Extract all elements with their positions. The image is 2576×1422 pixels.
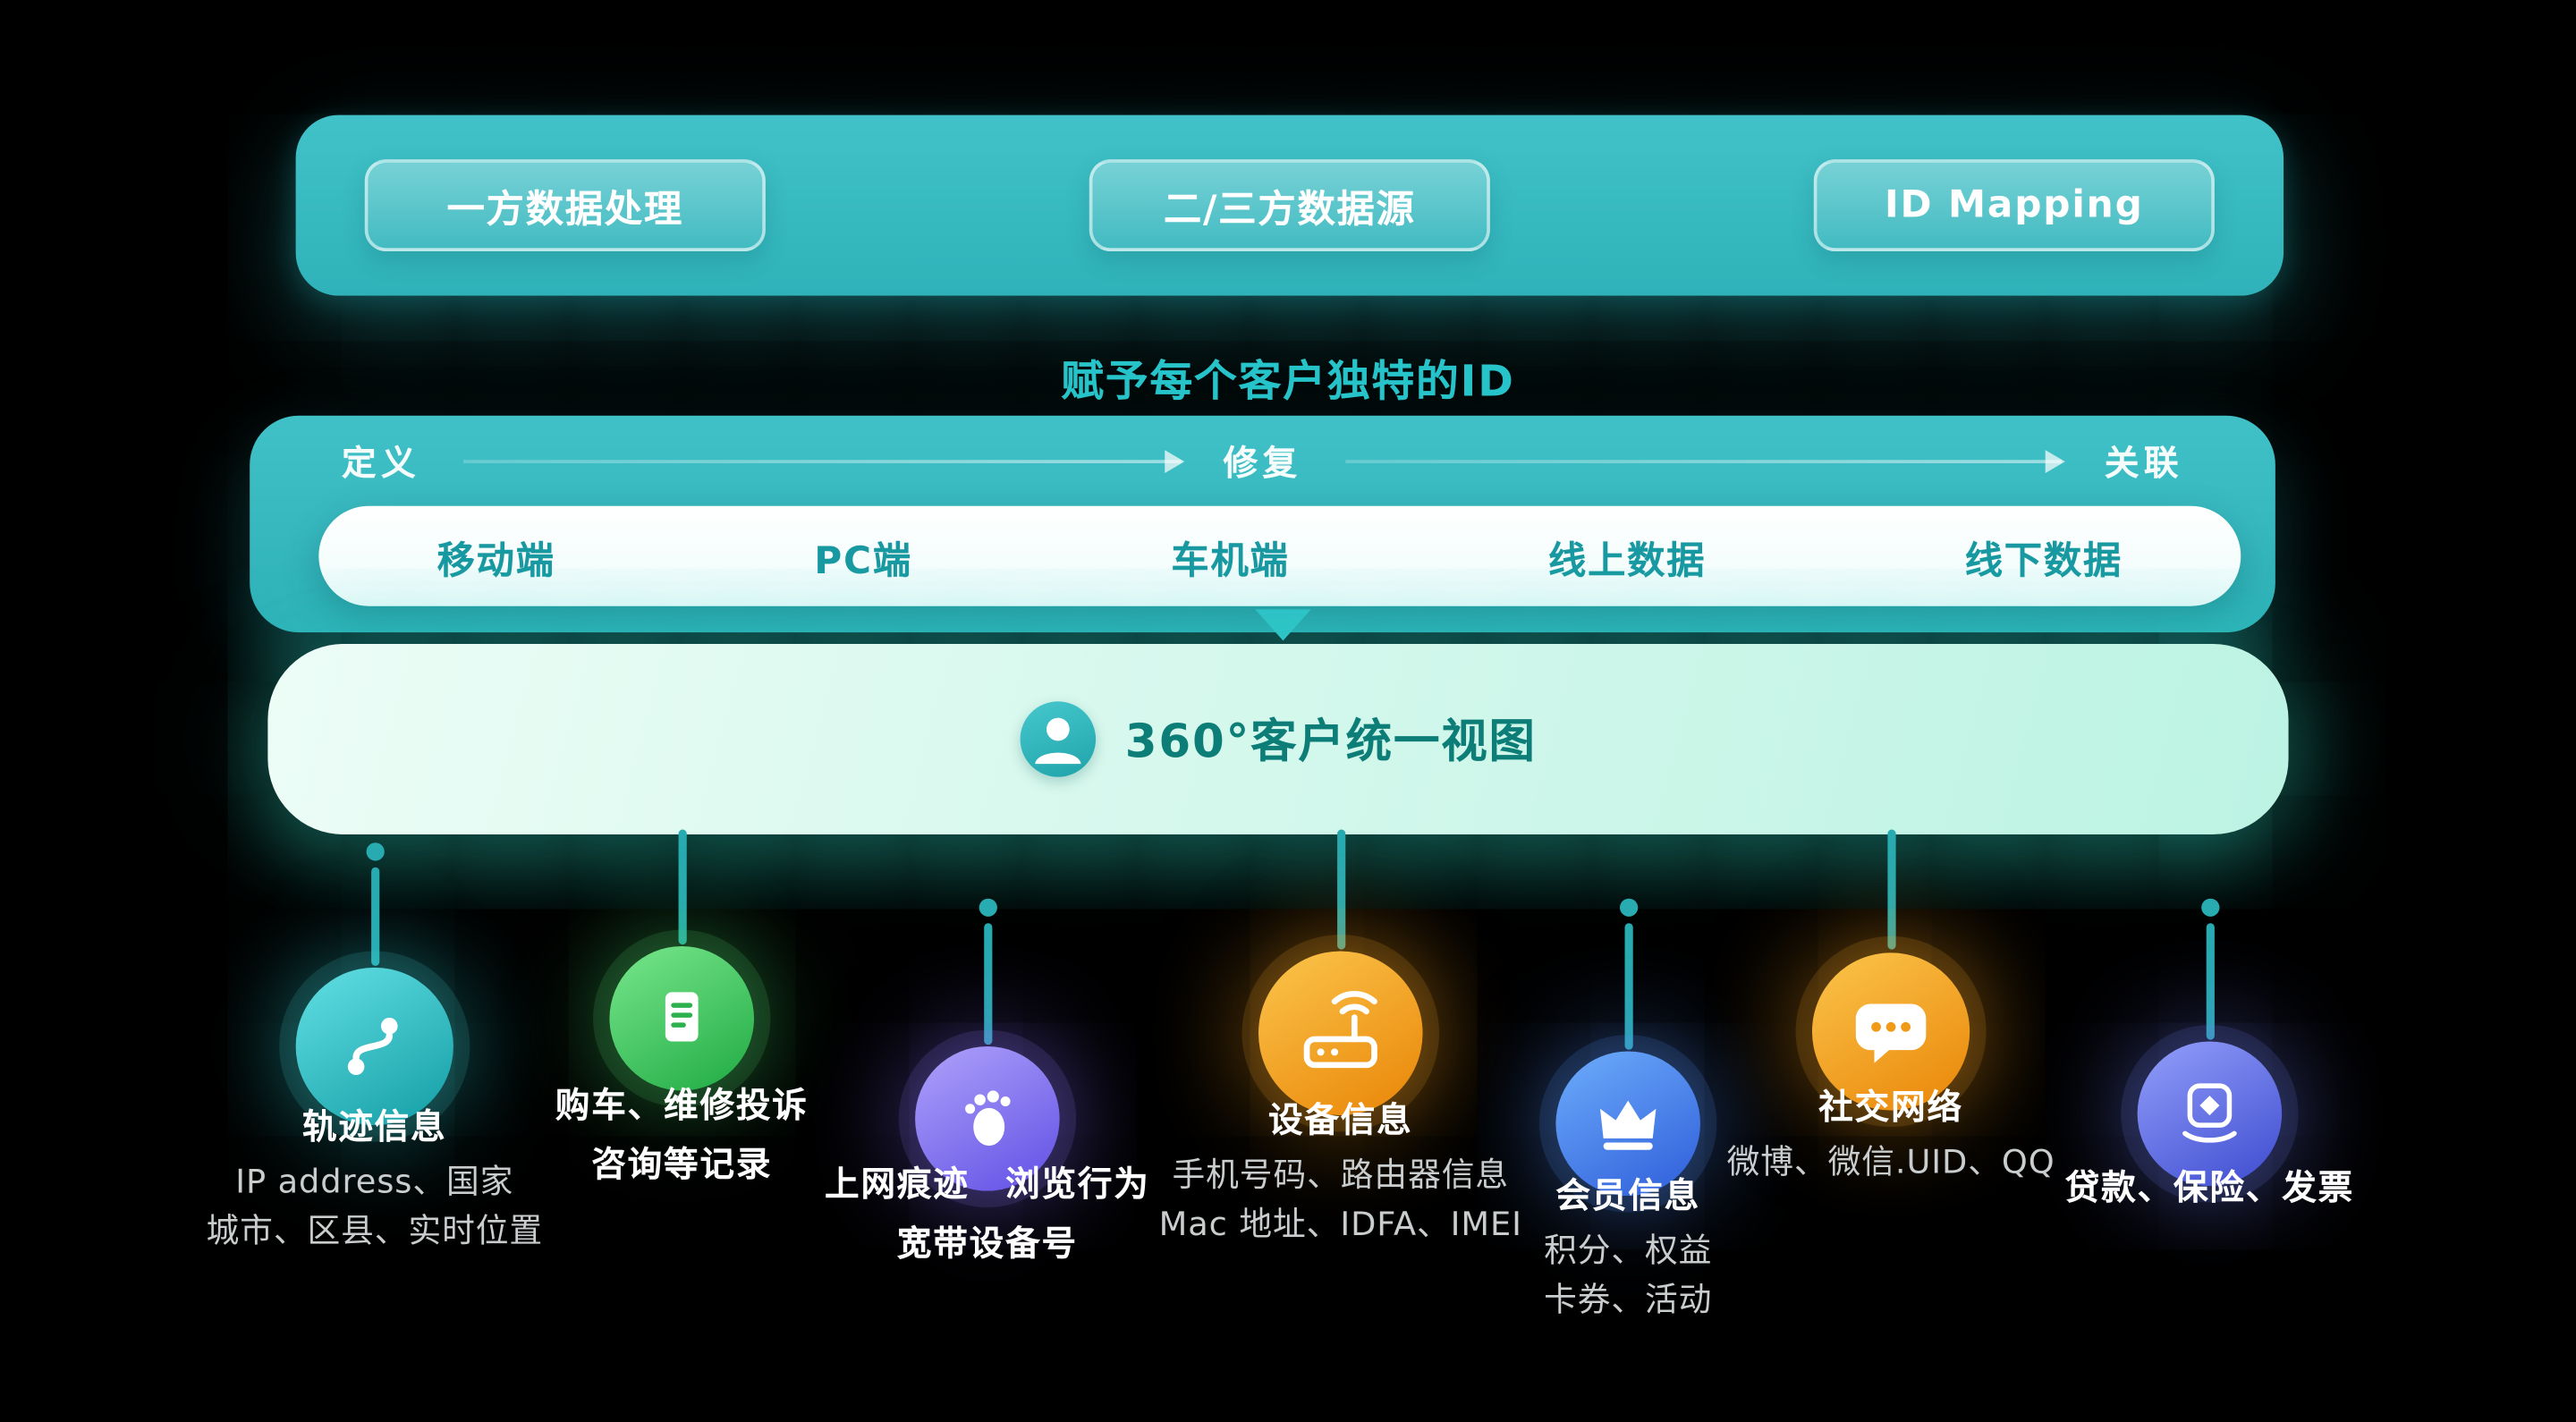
source-text-device-info: 设备信息 手机号码、路由器信息 Mac 地址、IDFA、IMEI <box>1159 1091 1522 1248</box>
invoice-icon <box>2137 1041 2283 1187</box>
connector-line <box>1886 829 1895 950</box>
down-arrow-icon <box>1255 609 1311 641</box>
source-text-membership: 会员信息 积分、权益 卡券、活动 <box>1544 1166 1712 1324</box>
connector-line <box>677 829 686 945</box>
router-icon <box>1258 951 1423 1116</box>
source-detail: IP address、国家 <box>235 1161 514 1201</box>
source-detail: 微博、微信.UID、QQ <box>1726 1141 2055 1181</box>
connector-dot <box>2200 898 2219 917</box>
flow-arrow-icon <box>1344 450 2064 473</box>
connector-line <box>1336 829 1345 950</box>
source-title: 上网痕迹 浏览行为 <box>825 1164 1150 1205</box>
source-detail: 卡券、活动 <box>1544 1279 1713 1319</box>
channel-pc: PC端 <box>814 539 912 583</box>
step-associate: 关联 <box>2104 443 2184 483</box>
source-text-trajectory: 轨迹信息 IP address、国家 城市、区县、实时位置 <box>207 1097 544 1255</box>
channel-offline-data: 线下数据 <box>1964 539 2123 583</box>
connector-dot <box>978 898 996 917</box>
chat-icon <box>1811 952 1970 1111</box>
source-title: 咨询等记录 <box>591 1145 773 1185</box>
channel-online-data: 线上数据 <box>1548 539 1707 583</box>
footprint-icon <box>915 1045 1060 1191</box>
connector-dot <box>365 842 384 861</box>
step-define: 定义 <box>342 443 421 483</box>
source-text-finance: 贷款、保险、发票 <box>2065 1158 2354 1217</box>
connector-line <box>1623 923 1632 1050</box>
crown-icon <box>1555 1051 1701 1197</box>
step-repair: 修复 <box>1223 443 1302 483</box>
channel-mobile: 移动端 <box>436 539 555 583</box>
flow-arrow-icon <box>462 450 1183 473</box>
connector-dot <box>1619 898 1638 917</box>
source-title: 设备信息 <box>1267 1100 1413 1140</box>
source-text-web-traces: 上网痕迹 浏览行为 宽带设备号 <box>825 1155 1150 1273</box>
source-title: 会员信息 <box>1555 1176 1701 1216</box>
connector-line <box>983 923 992 1045</box>
source-title: 宽带设备号 <box>896 1223 1078 1264</box>
document-icon <box>609 945 755 1091</box>
pill-second-third-party-data[interactable]: 二/三方数据源 <box>1089 159 1490 252</box>
channel-bar: 移动端 PC端 车机端 线上数据 线下数据 <box>318 505 2241 606</box>
source-title: 轨迹信息 <box>301 1106 447 1147</box>
data-layers-banner: 一方数据处理 二/三方数据源 ID Mapping <box>295 114 2284 296</box>
unified-view-label: 360°客户统一视图 <box>1124 714 1537 769</box>
source-detail: 手机号码、路由器信息 <box>1172 1155 1510 1195</box>
source-title: 购车、维修投诉 <box>555 1086 809 1126</box>
source-detail: Mac 地址、IDFA、IMEI <box>1158 1204 1522 1244</box>
connector-line <box>2205 923 2214 1040</box>
unique-id-subtitle: 赋予每个客户独特的ID <box>1061 358 1515 408</box>
source-text-purchase-records: 购车、维修投诉 咨询等记录 <box>555 1076 809 1194</box>
unified-view-bar: 360°客户统一视图 <box>267 643 2289 835</box>
connector-line <box>370 867 379 966</box>
pill-first-party-data[interactable]: 一方数据处理 <box>364 159 766 252</box>
person-icon <box>1020 701 1096 777</box>
route-icon <box>295 967 453 1126</box>
process-steps-row: 定义 修复 关联 <box>250 416 2275 508</box>
source-title: 贷款、保险、发票 <box>2064 1167 2355 1207</box>
channel-car: 车机端 <box>1171 539 1290 583</box>
source-detail: 积分、权益 <box>1544 1230 1713 1270</box>
source-title: 社交网络 <box>1818 1087 1963 1127</box>
source-text-social-network: 社交网络 微博、微信.UID、QQ <box>1727 1078 2055 1186</box>
source-detail: 城市、区县、实时位置 <box>206 1210 544 1250</box>
pill-id-mapping[interactable]: ID Mapping <box>1813 159 2215 252</box>
